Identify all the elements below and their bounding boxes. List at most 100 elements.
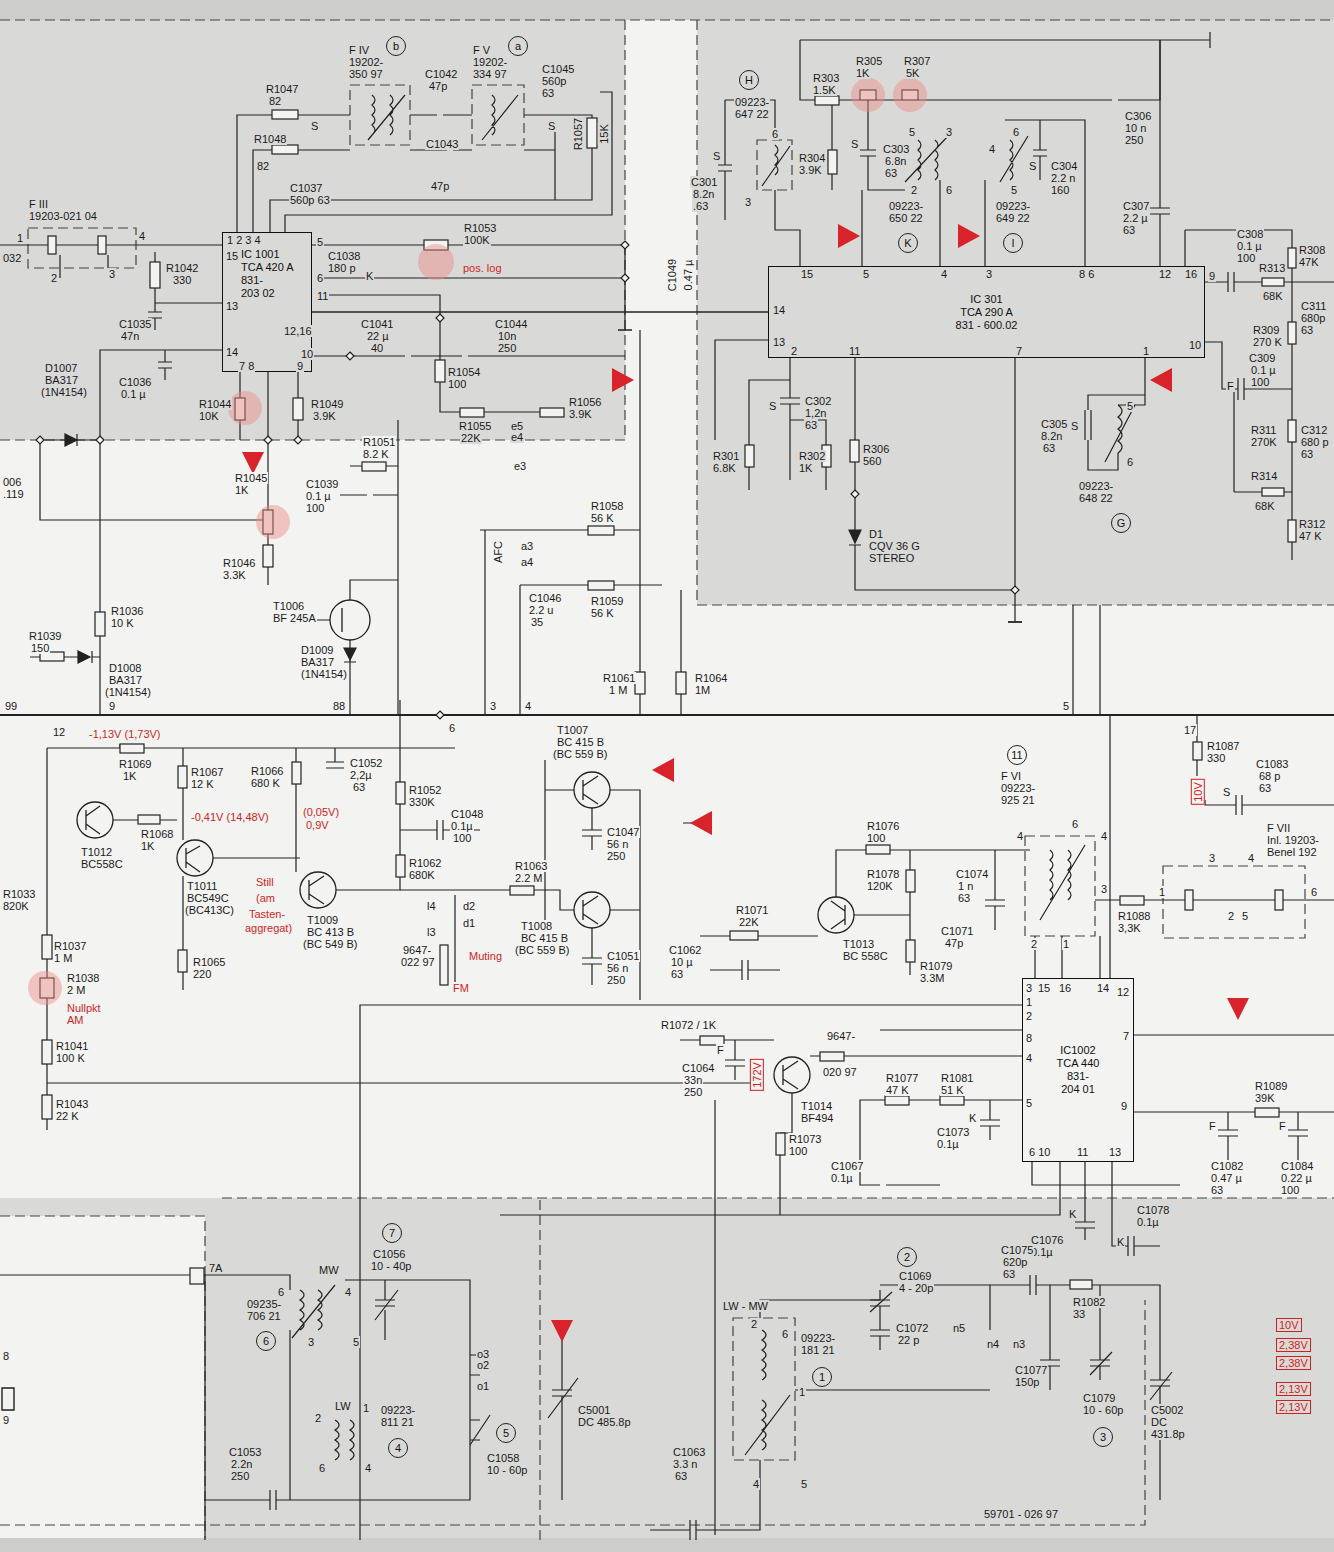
resistor-symbol xyxy=(396,855,405,877)
part-label: R311 xyxy=(1250,424,1277,436)
part-label: 22 µ xyxy=(366,330,390,342)
part-label: BC558C xyxy=(80,858,124,870)
part-label: F xyxy=(1278,1120,1287,1132)
coil-symbol xyxy=(375,1290,1172,1445)
part-label: 680p xyxy=(1300,312,1326,324)
wire xyxy=(183,700,480,890)
part-label: BA317 xyxy=(300,656,335,668)
part-label: T1006 xyxy=(272,600,305,612)
part-label: 82 xyxy=(268,95,282,107)
part-label: 2.2 µ xyxy=(1122,212,1149,224)
part-label: 63 xyxy=(957,892,971,904)
part-label: C1037 xyxy=(289,182,323,194)
part-label: 6 xyxy=(316,272,324,284)
resistor-symbol xyxy=(906,870,915,892)
part-label: R1064 xyxy=(694,672,728,684)
transistor-symbol xyxy=(300,872,336,908)
ground-symbol xyxy=(2,330,1022,1410)
part-label: 3.3K xyxy=(222,569,247,581)
wire-connector xyxy=(312,311,768,312)
part-label: C307 xyxy=(1122,200,1150,212)
ic-box: IC1002TCA 440831-204 01 xyxy=(1022,978,1134,1162)
callout-circle: 4 xyxy=(388,1438,408,1458)
part-label: 5 xyxy=(1126,400,1134,412)
part-label: C302 xyxy=(804,395,832,407)
wire xyxy=(718,100,1085,266)
part-label: 1K xyxy=(234,484,249,496)
ic-label: IC 301 xyxy=(970,293,1002,306)
part-label: .119 xyxy=(2,488,25,500)
part-label: 8.2 K xyxy=(362,448,390,460)
part-label: 10n xyxy=(497,330,517,342)
part-label: 1K xyxy=(798,462,813,474)
part-label: .63 xyxy=(692,200,709,212)
part-label: 649 22 xyxy=(995,212,1031,224)
part-label: BA317 xyxy=(44,374,79,386)
part-label: 09223- xyxy=(1078,480,1114,492)
pot-highlight xyxy=(893,78,927,112)
part-label: S xyxy=(1222,786,1231,798)
part-label: 270K xyxy=(1250,436,1278,448)
transistor-symbol xyxy=(177,840,213,876)
part-label: R1037 xyxy=(53,940,87,952)
part-label: C1048 xyxy=(450,808,484,820)
part-label: DC xyxy=(1150,1416,1168,1428)
part-label: R1061 xyxy=(602,672,636,684)
measured-value: 10V xyxy=(1276,1318,1302,1332)
wire xyxy=(360,1005,1022,1540)
part-label: R1065 xyxy=(192,956,226,968)
part-label: 13 xyxy=(1108,1146,1122,1158)
part-label: 647 22 xyxy=(734,108,770,120)
part-label: R1088 xyxy=(1117,910,1151,922)
part-label: 3 xyxy=(108,268,116,280)
part-label: 100 xyxy=(452,832,472,844)
part-label: 3.9K xyxy=(798,164,823,176)
part-label: C1063 xyxy=(672,1446,706,1458)
part-label: d1 xyxy=(462,917,476,929)
part-label: C1056 xyxy=(372,1248,406,1260)
part-label: 6.8n xyxy=(884,155,907,167)
part-label: C1072 xyxy=(895,1322,929,1334)
resistor-symbol xyxy=(440,945,448,985)
part-label: 4 xyxy=(1025,1052,1033,1064)
part-label: 63 xyxy=(804,419,818,431)
part-label: BC 415 B xyxy=(556,736,605,748)
part-label: 63 xyxy=(352,781,366,793)
part-label: 63 xyxy=(1300,448,1314,460)
ic-label: TCA 440 xyxy=(1057,1057,1100,1070)
part-label: (1N4154) xyxy=(300,668,348,680)
part-label: e4 xyxy=(510,431,524,443)
part-label: 6 xyxy=(448,722,456,734)
part-label: T1007 xyxy=(556,724,589,736)
callout-label: 4 xyxy=(395,1442,401,1454)
part-label: STEREO xyxy=(868,552,915,564)
part-label: R1081 xyxy=(940,1072,974,1084)
part-label: C312 xyxy=(1300,424,1328,436)
callout-label: 6 xyxy=(263,1335,269,1347)
part-label: C1047 xyxy=(606,826,640,838)
part-label: C1045 xyxy=(541,63,575,75)
part-label: 2 xyxy=(790,345,798,357)
part-label: 250 xyxy=(230,1470,250,1482)
callout-circle: a xyxy=(508,36,528,56)
module-boundary xyxy=(28,228,136,268)
part-label: 6 xyxy=(781,1328,789,1340)
part-label: 181 21 xyxy=(800,1344,836,1356)
part-label: K xyxy=(365,270,374,282)
part-label: 4 xyxy=(940,268,948,280)
resistor-symbol xyxy=(1262,278,1284,286)
part-label: 47p xyxy=(430,180,450,192)
part-label: D1008 xyxy=(108,662,142,674)
part-label: 9 xyxy=(108,700,116,712)
callout-label: b xyxy=(393,40,399,52)
part-label: 0.1 µ xyxy=(120,388,147,400)
part-label: R1039 xyxy=(28,630,62,642)
part-label: 6 xyxy=(1012,126,1020,138)
part-label: R1048 xyxy=(253,133,287,145)
part-label: R1087 xyxy=(1206,740,1240,752)
part-label: S xyxy=(768,400,777,412)
part-label: 59701 - 026 97 xyxy=(983,1508,1059,1520)
wire xyxy=(0,245,222,330)
part-label: 3 xyxy=(985,268,993,280)
resistor-symbol xyxy=(776,1133,785,1155)
